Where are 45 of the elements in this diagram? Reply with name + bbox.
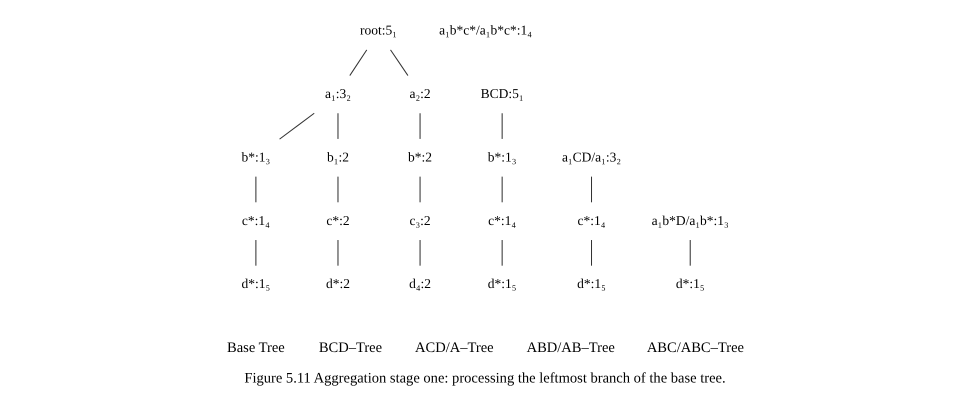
node-text: a₁:3₂ <box>324 86 350 102</box>
connector <box>419 113 420 139</box>
connector <box>501 176 502 202</box>
node-text: b*:2 <box>408 149 432 164</box>
label: ABD/AB–Tree <box>526 340 614 356</box>
node-text: c₃:2 <box>408 212 430 228</box>
node-text: c*:1₄ <box>577 212 605 228</box>
connector <box>590 176 592 202</box>
node-text: a₁b*c*/a₁b*c*:1₄ <box>438 22 532 38</box>
connector <box>254 240 256 266</box>
node-text: root:5₁ <box>360 22 396 38</box>
node-text: a₁b*D/a₁b*:1₃ <box>651 212 728 228</box>
label: BCD–Tree <box>318 340 382 356</box>
node-text: b*:1₃ <box>487 149 516 164</box>
connector <box>336 113 338 139</box>
connector <box>336 240 338 266</box>
node-text: d*:2 <box>325 276 350 292</box>
label: ABC/ABC–Tree <box>646 340 744 356</box>
node-text: a₂:2 <box>408 86 430 102</box>
node-text: d*:1₅ <box>487 276 516 292</box>
node-text: d*:1₅ <box>675 276 704 292</box>
node-text: d₄:2 <box>408 276 431 292</box>
node-text: d*:1₅ <box>241 276 270 292</box>
node-text: a₁CD/a₁:3₂ <box>561 149 621 164</box>
connector <box>390 50 408 76</box>
connector <box>278 112 314 140</box>
connector <box>501 113 502 139</box>
connector <box>254 176 256 202</box>
node-text: d*:1₅ <box>576 276 606 292</box>
node-text: c*:1₄ <box>241 212 270 228</box>
connector <box>348 50 367 76</box>
caption: Figure 5.11 Aggregation stage one: processing the leftmost branch of the base tree. <box>244 370 726 387</box>
node-text: BCD:5₁ <box>480 86 524 102</box>
node-text: b₁:2 <box>326 149 348 164</box>
node-text: c*:1₄ <box>488 212 516 228</box>
connector <box>419 240 420 266</box>
connector <box>419 176 420 202</box>
connector <box>501 240 502 266</box>
connector <box>336 176 338 202</box>
connector <box>689 240 690 266</box>
label: Base Tree <box>226 340 284 356</box>
node-text: b*:1₃ <box>241 149 270 164</box>
connector <box>590 240 592 266</box>
label: ACD/A–Tree <box>414 340 494 356</box>
node-text: c*:2 <box>326 212 350 228</box>
